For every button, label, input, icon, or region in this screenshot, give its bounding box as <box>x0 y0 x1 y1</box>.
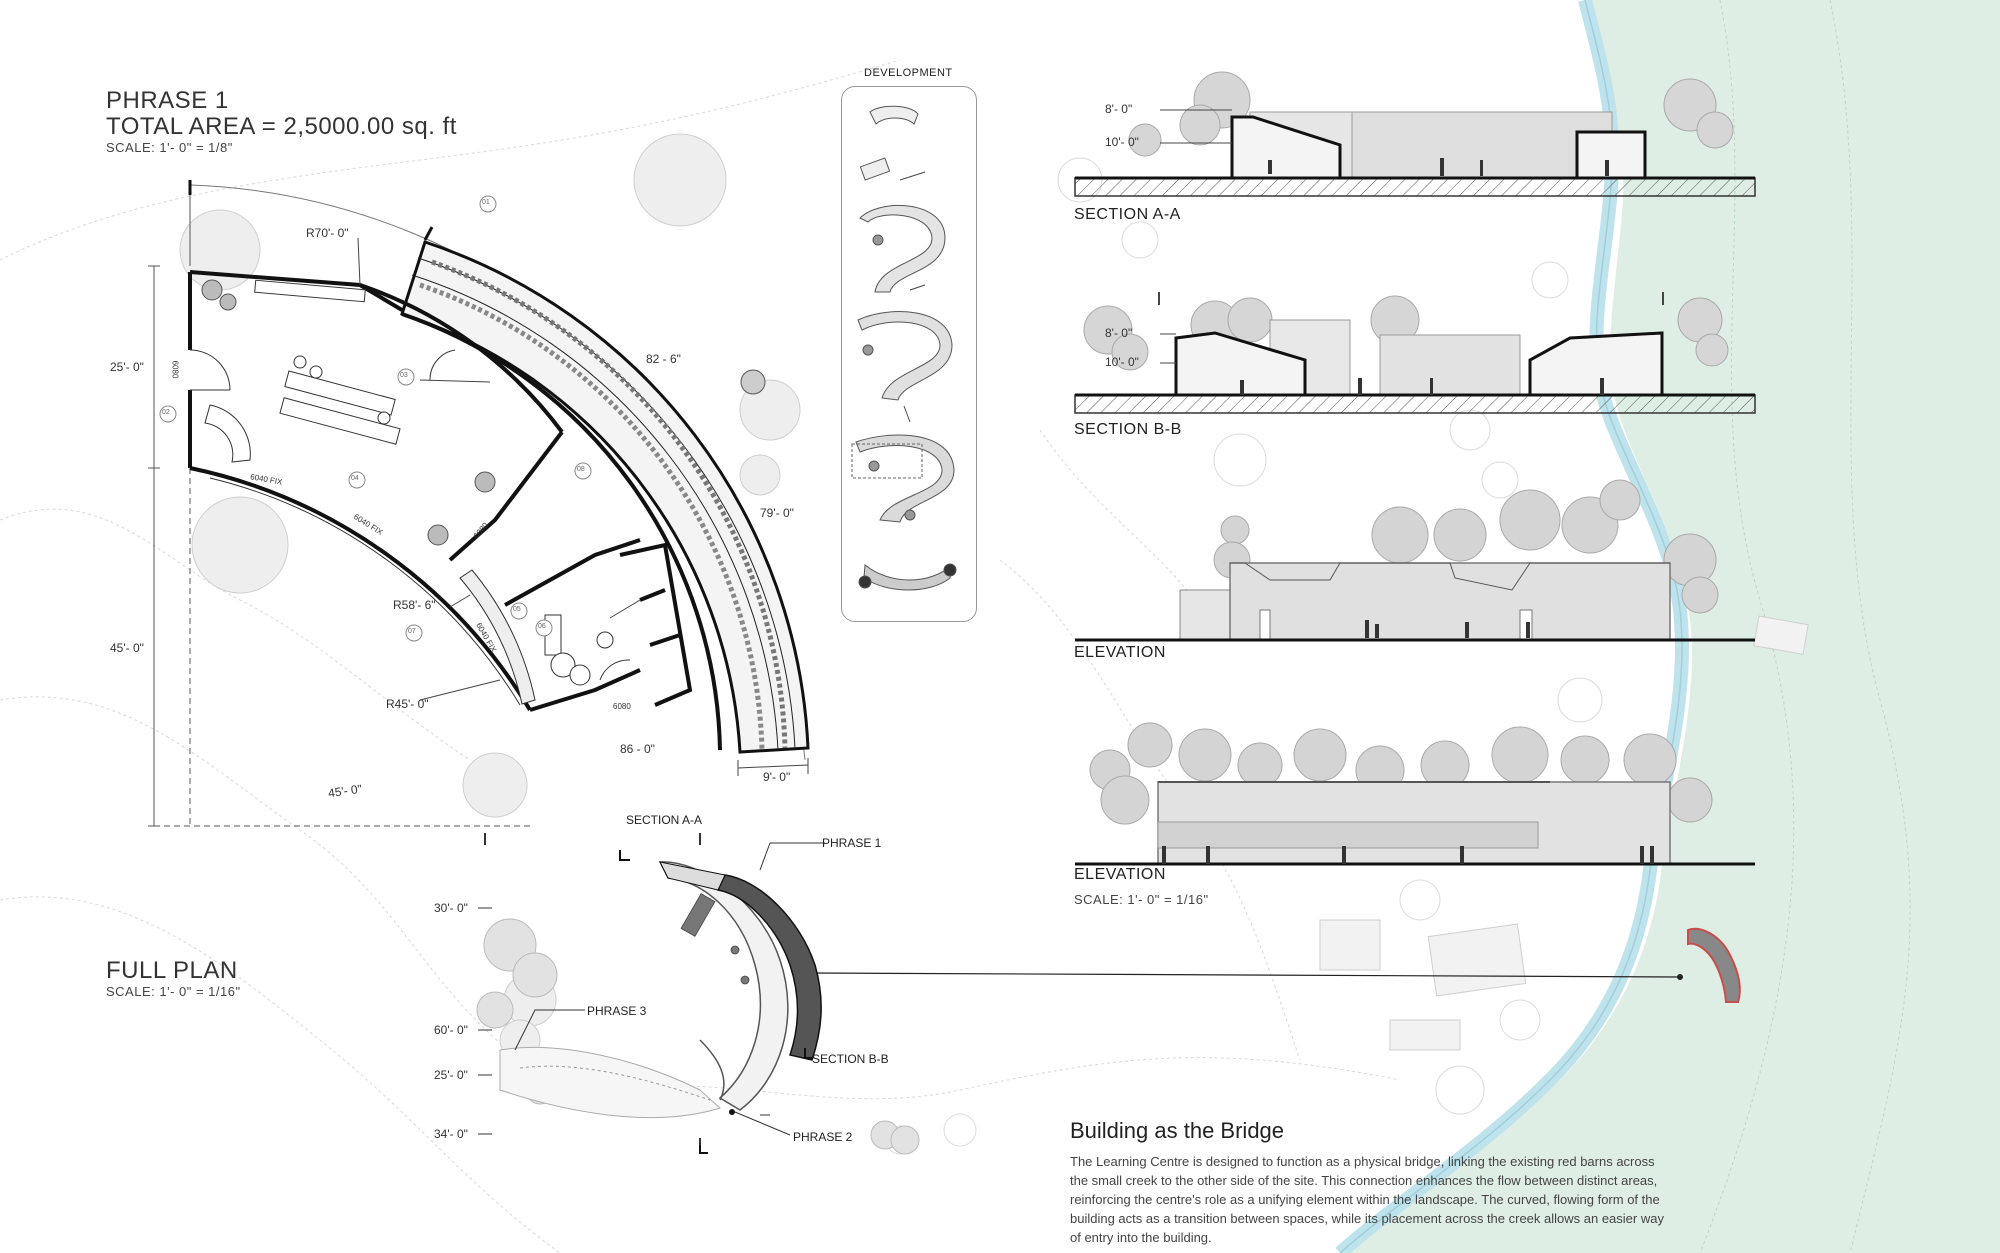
dim-r70: R70'- 0" <box>306 226 349 240</box>
room-tag-04: 04 <box>351 475 359 482</box>
description-body: The Learning Centre is designed to funct… <box>1070 1154 1664 1245</box>
room-tag-08: 08 <box>577 466 585 473</box>
elevation-2-label: ELEVATION <box>1074 866 1166 883</box>
full-plan-dim-34: 34'- 0" <box>434 1127 468 1141</box>
section-aa-label: SECTION A-A <box>1074 206 1181 223</box>
full-plan-phrase2-label: PHRASE 2 <box>793 1130 853 1144</box>
full-plan-dim-30: 30'- 0" <box>434 901 468 915</box>
section-aa-dim-top: 8'- 0" <box>1105 102 1133 116</box>
section-aa-drawing <box>1074 71 1756 197</box>
section-bb-dim-top: 8'- 0" <box>1105 326 1133 340</box>
room-tag-02: 02 <box>162 409 170 416</box>
full-plan-section-bb-label: SECTION B-B <box>812 1052 889 1066</box>
section-bb-label: SECTION B-B <box>1074 421 1182 438</box>
seating-rows <box>419 259 788 751</box>
phase-scale: SCALE: 1'- 0" = 1/8" <box>106 140 233 155</box>
elevation-2-drawing <box>1075 722 1755 866</box>
room-tag-07: 07 <box>408 628 416 635</box>
elevation-1-label: ELEVATION <box>1074 644 1166 661</box>
dim-25: 25'- 0" <box>110 360 144 374</box>
total-area: TOTAL AREA = 2,5000.00 sq. ft <box>106 113 457 140</box>
full-plan-section-aa-label: SECTION A-A <box>626 813 703 827</box>
full-plan-phrase1-label: PHRASE 1 <box>822 836 882 850</box>
site-location-marker <box>1687 927 1741 1003</box>
room-tag-05: 05 <box>513 606 521 613</box>
dim-82: 82 - 6" <box>646 352 681 366</box>
dim-r58: R58'- 6" <box>393 598 436 612</box>
elevation-1-drawing <box>1075 479 1755 642</box>
dim-9: 9'- 0" <box>763 770 791 784</box>
dim-79: 79'- 0" <box>760 506 794 520</box>
description-block: Building as the Bridge The Learning Cent… <box>1070 1118 1670 1247</box>
description-heading: Building as the Bridge <box>1070 1118 1285 1143</box>
section-bb-dim-bottom: 10'- 0" <box>1105 355 1139 369</box>
elevation-scale: SCALE: 1'- 0" = 1/16" <box>1074 892 1209 907</box>
room-tag-03: 03 <box>400 372 408 379</box>
section-bb-drawing <box>1074 292 1756 414</box>
dim-86: 86 - 0" <box>620 742 655 756</box>
room-tag-06: 06 <box>538 623 546 630</box>
phase-title-block: PHRASE 1 TOTAL AREA = 2,5000.00 sq. ft S… <box>106 87 457 156</box>
door-tag-3: 6080 <box>613 702 631 711</box>
full-plan-phrase3-label: PHRASE 3 <box>587 1004 647 1018</box>
phase-title: PHRASE 1 <box>106 87 229 114</box>
full-plan-dim-25: 25'- 0" <box>434 1068 468 1082</box>
development-title: DEVELOPMENT <box>864 67 953 79</box>
dim-45-left: 45'- 0" <box>110 641 144 655</box>
room-tag-01: 01 <box>482 199 490 206</box>
full-plan-dim-60: 60'- 0" <box>434 1023 468 1037</box>
full-plan-scale: SCALE: 1'- 0" = 1/16" <box>106 984 241 999</box>
full-plan-title: FULL PLAN <box>106 957 238 984</box>
full-plan-title-block: FULL PLAN SCALE: 1'- 0" = 1/16" <box>106 957 241 1000</box>
section-aa-dim-bottom: 10'- 0" <box>1105 135 1139 149</box>
dim-r45: R45'- 0" <box>386 697 429 711</box>
